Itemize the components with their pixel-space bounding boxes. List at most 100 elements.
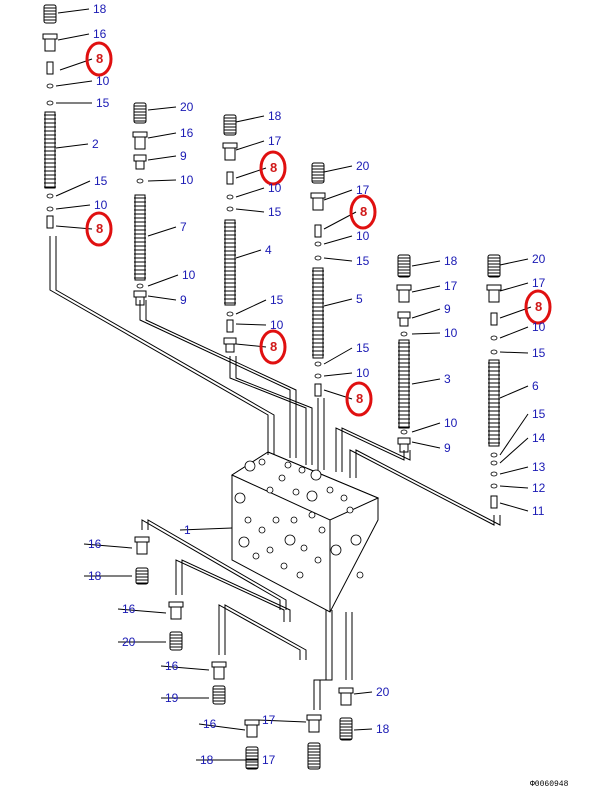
callout: 10: [235, 318, 284, 332]
valve-port: [244, 516, 252, 524]
spring-part: [135, 567, 149, 585]
leader-line: [55, 204, 91, 210]
leader-line: [411, 308, 441, 319]
spool-part: [224, 219, 236, 306]
callout: 20: [118, 635, 166, 649]
pin-part: [226, 319, 234, 333]
callout: 18: [57, 2, 107, 16]
part-number-label: 18: [376, 722, 390, 736]
part-number-label: 2: [92, 137, 99, 151]
part-number-label: 18: [444, 254, 458, 268]
leader-line: [235, 323, 267, 326]
part-number-label: 18: [268, 109, 282, 123]
part-number-label: 6: [532, 379, 539, 393]
valve-port: [346, 506, 354, 514]
highlight-ring: [259, 329, 287, 365]
o-ring-part: [136, 283, 144, 289]
callout: 2: [55, 137, 99, 151]
callout: 8: [55, 211, 113, 247]
callout: 10: [147, 268, 196, 287]
leader-line: [235, 140, 265, 151]
valve-port: [326, 486, 334, 494]
callout: 10: [411, 416, 458, 433]
part-number-label: 17: [262, 713, 276, 727]
pin-part: [490, 312, 498, 326]
callout: 8: [323, 381, 373, 417]
callout: 18: [235, 109, 282, 123]
part-number-label: 4: [265, 243, 272, 257]
leader-line: [235, 208, 265, 213]
connector-path: [49, 236, 269, 455]
callout: 17: [323, 183, 370, 201]
part-number-label: 17: [268, 134, 282, 148]
highlight-ring: [259, 150, 287, 186]
callout: 16: [160, 659, 210, 673]
valve-port: [314, 556, 322, 564]
callout: 20: [147, 100, 194, 114]
part-number-label: 14: [532, 431, 546, 445]
o-ring-part: [136, 178, 144, 184]
connector-path: [218, 604, 301, 660]
leader-line: [499, 466, 529, 475]
leader-line: [323, 298, 353, 307]
leader-line: [411, 441, 441, 449]
callout: 15: [235, 293, 284, 315]
callout: 10: [411, 326, 458, 340]
leader-line: [147, 132, 177, 139]
part-number-label: 10: [96, 74, 110, 88]
callout: 20: [499, 252, 546, 266]
o-ring-part: [226, 311, 234, 317]
callout: 15: [56, 96, 110, 110]
pin-part: [490, 495, 498, 509]
plug-part: [338, 687, 354, 706]
pin-part: [46, 215, 54, 229]
leader-line: [499, 326, 529, 339]
pin-part: [314, 383, 322, 397]
o-ring-part: [46, 193, 54, 199]
callout: 3: [411, 372, 451, 386]
spool-part: [134, 194, 146, 281]
part-number-label: 15: [96, 96, 110, 110]
connector-path: [181, 559, 291, 622]
part-number-label: 17: [444, 279, 458, 293]
valve-port: [290, 516, 298, 524]
part-number-label: 9: [180, 149, 187, 163]
callout: 20: [323, 159, 370, 173]
pin-part: [314, 224, 322, 238]
part-number-label: 3: [444, 372, 451, 386]
plug-part: [486, 284, 502, 303]
leader-line: [323, 235, 353, 245]
part-number-label: 1: [184, 523, 191, 537]
part-number-label: 15: [532, 346, 546, 360]
leader-line: [499, 502, 529, 512]
o-ring-part: [490, 460, 498, 466]
part-number-label: 16: [180, 126, 194, 140]
leader-line: [147, 226, 177, 237]
spring-part: [43, 4, 57, 24]
callout: 19: [161, 691, 209, 705]
part-number-label: 18: [200, 753, 214, 767]
plug-part: [310, 192, 326, 211]
leader-line: [55, 80, 93, 87]
part-number-label: 17: [356, 183, 370, 197]
cap-part: [223, 337, 237, 353]
part-number-label: 9: [444, 302, 451, 316]
leader-line: [323, 372, 353, 377]
valve-port: [258, 458, 266, 466]
part-number-label: 7: [180, 220, 187, 234]
callout: 20: [353, 685, 390, 699]
spool-part: [398, 339, 410, 429]
connector-path: [55, 236, 275, 455]
part-number-label: 5: [356, 292, 363, 306]
highlight-ring: [349, 194, 377, 230]
valve-port: [296, 571, 304, 579]
valve-port: [298, 466, 306, 474]
valve-port: [330, 544, 342, 556]
callout: 16: [117, 602, 167, 616]
part-number-label: 10: [532, 320, 546, 334]
leader-line: [499, 437, 529, 464]
part-number-label: 16: [122, 602, 136, 616]
o-ring-part: [314, 255, 322, 261]
callout: 16: [57, 27, 107, 41]
part-number-label: 10: [444, 326, 458, 340]
